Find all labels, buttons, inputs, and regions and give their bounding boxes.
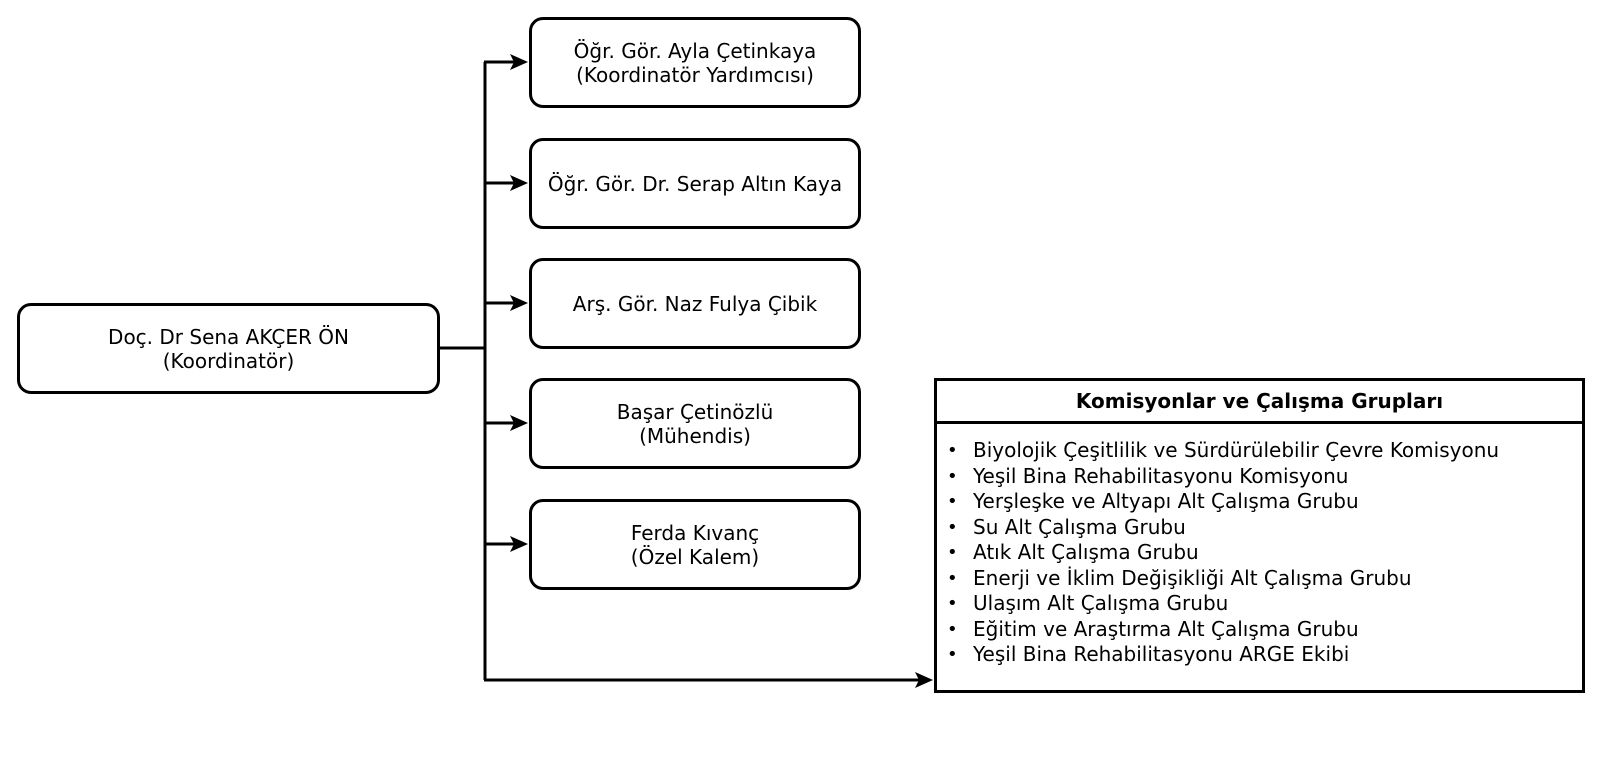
bullet-icon: • — [947, 542, 958, 563]
bullet-icon: • — [947, 644, 958, 665]
branch-arrow-0 — [484, 54, 528, 70]
commission-item: •Atık Alt Çalışma Grubu — [947, 540, 1199, 564]
commissions-panel: Komisyonlar ve Çalışma Grupları •Biyoloj… — [934, 378, 1585, 693]
member-role: (Mühendis) — [639, 423, 751, 448]
coordinator-role: (Koordinatör) — [162, 348, 295, 373]
commission-item: •Eğitim ve Araştırma Alt Çalışma Grubu — [947, 616, 1359, 641]
member-node[interactable]: Arş. Gör. Naz Fulya Çibik — [529, 258, 861, 349]
bullet-icon: • — [947, 593, 958, 614]
member-role: (Özel Kalem) — [630, 544, 760, 569]
branch-arrow-3 — [484, 415, 528, 431]
branch-arrow-1 — [484, 175, 528, 191]
bullet-icon: • — [947, 491, 958, 512]
member-name: Öğr. Gör. Dr. Serap Altın Kaya — [547, 171, 843, 196]
bullet-icon: • — [947, 440, 958, 461]
member-node[interactable]: Öğr. Gör. Dr. Serap Altın Kaya — [529, 138, 861, 229]
commission-item: •Yeşil Bina Rehabilitasyonu ARGE Ekibi — [947, 642, 1350, 666]
commission-item: •Su Alt Çalışma Grubu — [947, 514, 1186, 539]
member-role: (Koordinatör Yardımcısı) — [576, 62, 814, 87]
coordinator-name: Doç. Dr Sena AKÇER ÖN — [108, 324, 349, 349]
member-name: Arş. Gör. Naz Fulya Çibik — [572, 291, 818, 316]
bullet-icon: • — [947, 465, 958, 487]
commission-item: •Yerşleşke ve Altyapı Alt Çalışma Grubu — [947, 489, 1359, 513]
branch-arrow-commissions — [484, 672, 933, 688]
coordinator-node[interactable]: Doç. Dr Sena AKÇER ÖN (Koordinatör) — [17, 303, 440, 394]
commission-item: •Enerji ve İklim Değişikliği Alt Çalışma… — [947, 565, 1412, 590]
member-node[interactable]: Başar Çetinözlü (Mühendis) — [529, 378, 861, 469]
member-name: Ferda Kıvanç — [630, 520, 760, 545]
bullet-icon: • — [947, 516, 958, 538]
branch-arrow-2 — [484, 295, 528, 311]
member-name: Başar Çetinözlü — [616, 399, 774, 424]
commission-item: •Biyolojik Çeşitlilik ve Sürdürülebilir … — [947, 438, 1500, 462]
bullet-icon: • — [947, 567, 958, 589]
member-name: Öğr. Gör. Ayla Çetinkaya — [573, 38, 817, 63]
member-node[interactable]: Ferda Kıvanç (Özel Kalem) — [529, 499, 861, 590]
commissions-list: •Biyolojik Çeşitlilik ve Sürdürülebilir … — [937, 424, 1582, 668]
bullet-icon: • — [947, 618, 958, 640]
commission-item: •Ulaşım Alt Çalışma Grubu — [947, 591, 1229, 615]
branch-arrow-4 — [484, 536, 528, 552]
commission-item: •Yeşil Bina Rehabilitasyonu Komisyonu — [947, 463, 1349, 488]
member-node[interactable]: Öğr. Gör. Ayla Çetinkaya (Koordinatör Ya… — [529, 17, 861, 108]
commissions-title: Komisyonlar ve Çalışma Grupları — [937, 381, 1582, 424]
